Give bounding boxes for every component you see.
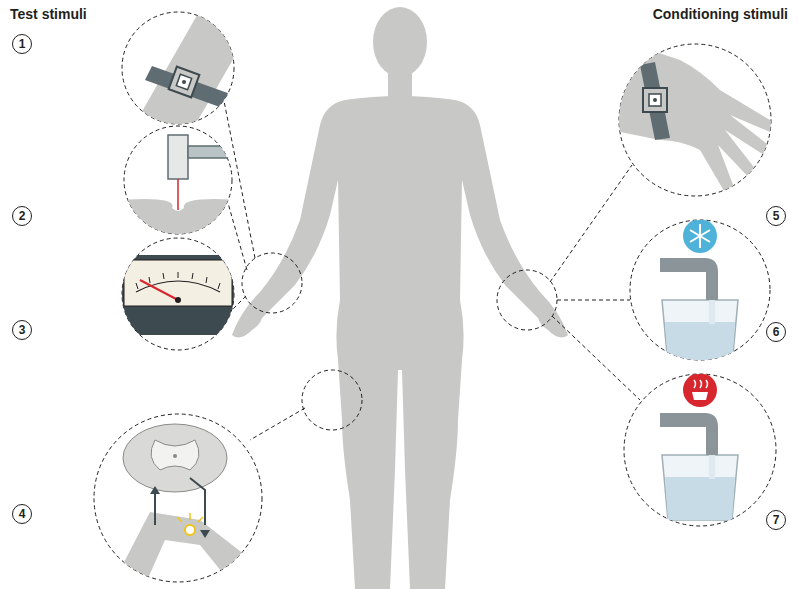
callout-number: 3 [12,320,32,340]
hot-water-bath [660,373,738,520]
callout-number: 5 [766,206,786,226]
callout-number: 6 [766,322,786,342]
section-title: Test stimuli [10,6,87,22]
hand-electrode [610,40,777,197]
callout-number: 1 [12,34,32,54]
callout-number: 2 [12,206,32,226]
pin-prick-probe [120,135,240,240]
body-silhouette [232,7,568,589]
section-title: Conditioning stimuli [653,6,788,22]
callout-number: 7 [766,510,786,530]
callout-number: 4 [12,504,32,524]
spinal-reflex [108,424,260,589]
site-circles [94,12,776,582]
cold-water-bath [660,219,738,365]
pain-rating-meter [118,255,238,335]
